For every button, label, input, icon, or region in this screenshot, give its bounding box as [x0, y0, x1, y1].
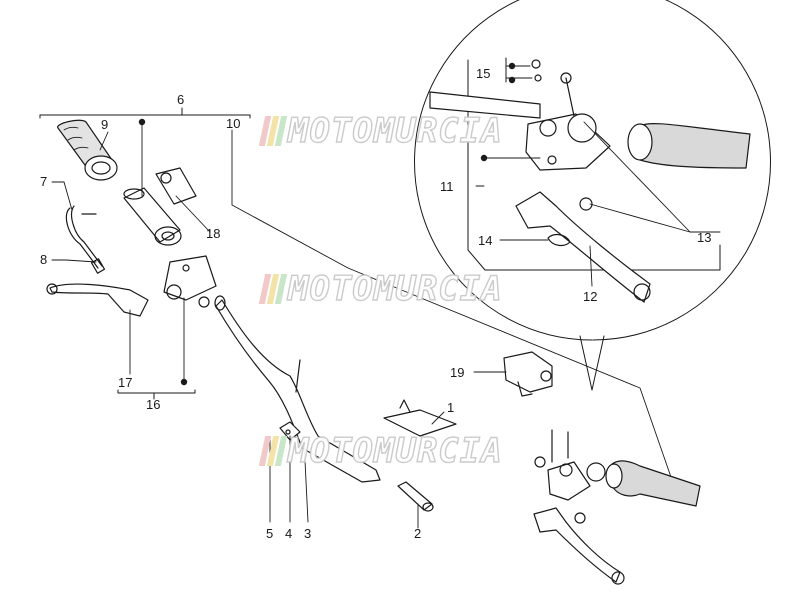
- bracket-11: [467, 59, 721, 271]
- callout-10: 10: [226, 116, 241, 131]
- callout-13: 13: [697, 230, 712, 245]
- watermark-text: MOTOMURCIA: [287, 430, 503, 471]
- watermark-text: MOTOMURCIA: [287, 268, 503, 309]
- detail-grip-part: [429, 91, 751, 169]
- leader-dots: [138, 62, 516, 386]
- handlebar-part: [214, 295, 457, 483]
- callout-17: 17: [118, 375, 133, 390]
- callout-3: 3: [304, 526, 312, 541]
- watermark: MOTOMURCIA: [258, 268, 503, 310]
- callout-2: 2: [414, 526, 422, 541]
- clamp-18-part: [155, 167, 197, 205]
- detail-lever-part: [515, 191, 651, 303]
- left-lever-part: [46, 283, 149, 317]
- clamp-19-part: [503, 351, 553, 397]
- watermark-text: MOTOMURCIA: [287, 110, 503, 151]
- callout-18: 18: [206, 226, 221, 241]
- callout-14: 14: [478, 233, 493, 248]
- left-switch-part: [163, 255, 217, 308]
- watermark: MOTOMURCIA: [258, 430, 503, 472]
- callout-15: 15: [476, 66, 491, 81]
- detail-pointer: [579, 335, 605, 391]
- callout-5: 5: [266, 526, 274, 541]
- detail-circle: [414, 0, 771, 341]
- callout-11: 11: [440, 179, 454, 194]
- watermark: MOTOMURCIA: [258, 110, 503, 152]
- bolt-2-part: [397, 481, 434, 512]
- right-grip-part: [605, 460, 701, 507]
- throttle-cable-part: [65, 205, 106, 274]
- callout-12: 12: [583, 289, 598, 304]
- bracket-6: [39, 114, 251, 119]
- leader-10: [231, 129, 673, 481]
- throttle-tube-part: [123, 187, 182, 246]
- detail-small-parts: [531, 59, 593, 247]
- detail-master-cylinder-part: [525, 72, 611, 171]
- callout-19: 19: [450, 365, 465, 380]
- callout-8: 8: [40, 252, 48, 267]
- callout-4: 4: [285, 526, 293, 541]
- callout-1: 1: [447, 400, 455, 415]
- callout-7: 7: [40, 174, 48, 189]
- right-lever-lower-part: [533, 507, 625, 585]
- callout-9: 9: [101, 117, 109, 132]
- right-master-cylinder-part: [534, 429, 606, 501]
- callout-16: 16: [146, 397, 161, 412]
- callout-6: 6: [177, 92, 185, 107]
- bracket-16: [117, 389, 196, 394]
- left-grip-part: [57, 119, 118, 181]
